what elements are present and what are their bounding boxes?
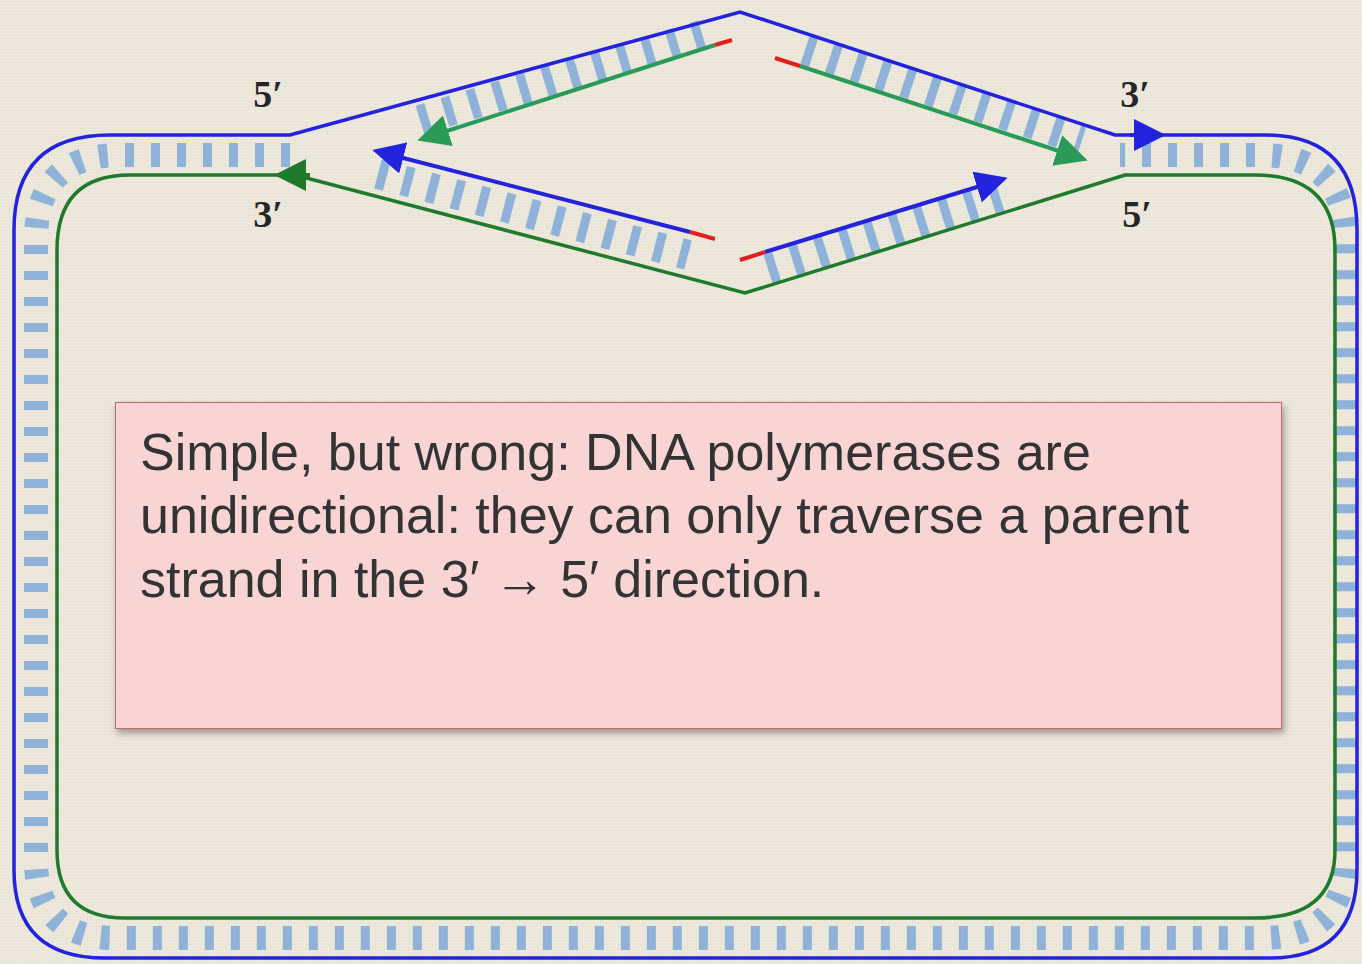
daughter-strand xyxy=(800,66,1080,158)
primer xyxy=(775,58,800,66)
strand-end-label: 5′ xyxy=(253,72,283,116)
daughter-strand xyxy=(425,45,715,138)
base-pairs xyxy=(768,195,1005,269)
strand-end-label: 3′ xyxy=(1120,72,1150,116)
base-pairs xyxy=(805,50,1082,140)
parent-strand xyxy=(14,12,1357,958)
strand-end-arrow xyxy=(1130,133,1158,137)
callout-box: Simple, but wrong: DNA polymerases are u… xyxy=(115,402,1282,729)
base-pairs xyxy=(420,34,705,120)
callout-text: Simple, but wrong: DNA polymerases are u… xyxy=(140,421,1257,611)
primer xyxy=(715,40,732,45)
strand-end-label: 3′ xyxy=(253,192,283,236)
base-pairs xyxy=(36,155,1345,938)
primer xyxy=(690,232,715,239)
parent-strand xyxy=(57,175,1335,918)
primer xyxy=(740,252,765,260)
base-pairs xyxy=(378,174,688,255)
strand-end-arrow xyxy=(282,173,310,177)
daughter-strand xyxy=(380,152,690,232)
daughter-strand xyxy=(765,180,1000,252)
strand-end-label: 5′ xyxy=(1122,192,1152,236)
